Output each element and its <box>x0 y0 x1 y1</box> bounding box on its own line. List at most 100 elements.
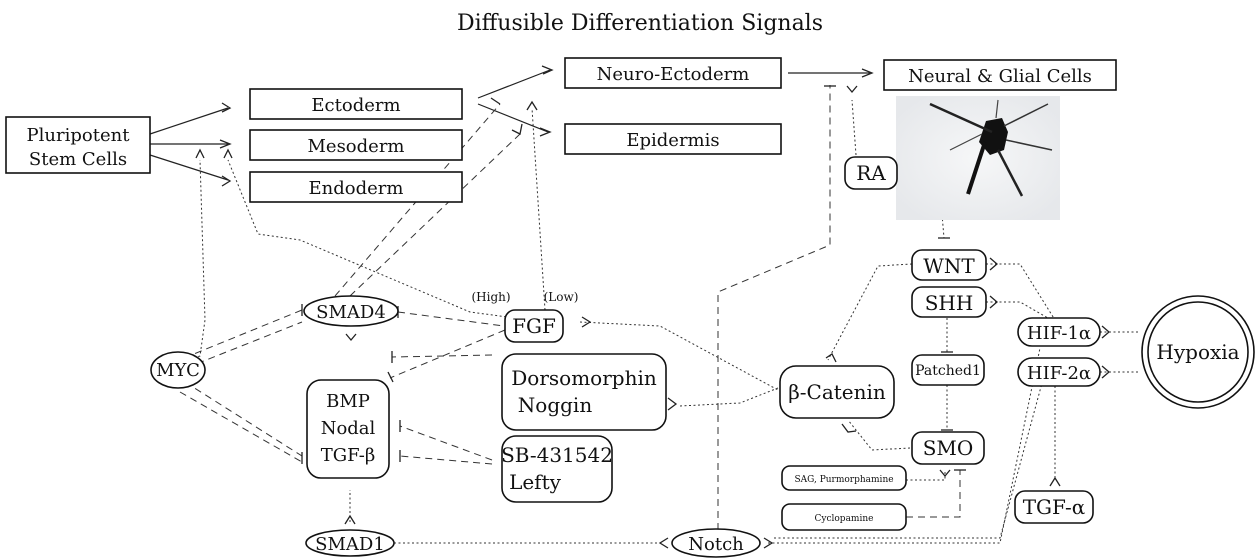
node-smad4: SMAD4 <box>303 295 399 327</box>
dorsomorphin-label: Dorsomorphin <box>511 366 657 390</box>
shh-label: SHH <box>925 291 974 315</box>
dot-fgf-epidermis <box>531 107 546 311</box>
arrowhead-mark <box>511 123 523 135</box>
ra-label: RA <box>856 161 886 185</box>
arrow-pluripotent-ectoderm <box>149 107 229 135</box>
dot-wnt-hif1a <box>986 263 1056 321</box>
node-notch: Notch <box>671 528 761 558</box>
arrowhead-mark <box>541 65 554 75</box>
arrowhead-mark <box>989 257 998 271</box>
epidermis-label: Epidermis <box>626 130 719 151</box>
dash-myc-bmp-2 <box>179 391 303 463</box>
hif2a-label: HIF-2α <box>1027 363 1091 384</box>
diagram-title: Diffusible Differentiation Signals <box>457 11 823 36</box>
dash-fgf-bmp <box>389 329 506 379</box>
inhibit-mark <box>490 97 501 105</box>
node-beta-catenin: β-Catenin <box>779 365 895 419</box>
cyclopamine-label: Cyclopamine <box>815 514 874 524</box>
arrowhead-mark <box>221 102 232 113</box>
sb431542-label: SB-431542 <box>501 443 613 467</box>
neuroectoderm-label: Neuro-Ectoderm <box>597 64 750 85</box>
connectors <box>149 65 1140 549</box>
node-tgf-alpha: TGF-α <box>1014 490 1094 524</box>
dash-sb-bmp-1 <box>399 425 493 461</box>
arrowhead-mark <box>763 537 774 549</box>
bmp-label: BMP <box>326 391 370 412</box>
node-sb431542-lefty: SB-431542 Lefty <box>501 435 613 503</box>
node-ra: RA <box>844 156 898 190</box>
inhibit-mark <box>387 371 394 383</box>
arrowhead-mark <box>1101 365 1110 379</box>
fgf-high-annotation: (High) <box>471 290 510 304</box>
smo-label: SMO <box>923 436 974 460</box>
arrowhead-mark <box>841 423 857 433</box>
dot-ra-neural <box>851 99 857 156</box>
node-neuroectoderm: Neuro-Ectoderm <box>564 57 782 89</box>
fgf-label: FGF <box>512 314 556 338</box>
arrowhead-mark <box>219 139 232 149</box>
dash-fgf-smad4 <box>397 311 505 327</box>
smad1-label: SMAD1 <box>315 534 385 555</box>
arrowhead-mark <box>861 68 874 78</box>
node-ectoderm: Ectoderm <box>249 88 463 120</box>
arrowhead-mark <box>223 148 233 159</box>
arrowhead-mark <box>1101 325 1110 339</box>
arrowhead-mark <box>221 175 232 187</box>
arrowhead-mark <box>989 295 998 309</box>
dot-sag-smo <box>906 470 946 481</box>
dash-smad4-epidermis-promote <box>349 133 521 297</box>
arrowhead-mark <box>581 316 592 328</box>
sag-label: SAG, Purmorphamine <box>794 475 893 485</box>
arrowhead-mark <box>345 333 357 342</box>
node-hif1a: HIF-1α <box>1017 317 1101 347</box>
node-epidermis: Epidermis <box>564 123 782 155</box>
node-bmp-nodal-tgfb: BMP Nodal TGF-β <box>306 379 390 479</box>
node-smo: SMO <box>911 431 985 465</box>
smad4-label: SMAD4 <box>316 302 386 323</box>
node-smad1: SMAD1 <box>305 529 395 557</box>
myc-label: MYC <box>156 360 200 381</box>
node-shh: SHH <box>911 286 987 318</box>
fgf-low-annotation: (Low) <box>544 290 579 304</box>
neural-cell-micrograph <box>896 96 1060 220</box>
nodal-label: Nodal <box>321 418 376 439</box>
node-hypoxia: Hypoxia <box>1141 295 1255 409</box>
pluripotent-label-1: Pluripotent <box>27 125 131 146</box>
beta-catenin-label: β-Catenin <box>788 380 886 404</box>
arrowhead-mark <box>195 148 205 159</box>
neural-glial-label: Neural & Glial Cells <box>908 66 1092 87</box>
lefty-label: Lefty <box>509 470 562 494</box>
dash-dorsomorphin-bmp <box>391 354 493 358</box>
noggin-label: Noggin <box>518 393 593 417</box>
node-fgf: FGF <box>504 309 564 343</box>
arrowhead-mark <box>539 127 552 137</box>
node-dorsomorphin-noggin: Dorsomorphin Noggin <box>501 353 667 431</box>
node-patched1: Patched1 <box>911 354 985 386</box>
arrowhead-mark <box>825 353 837 363</box>
node-pluripotent: Pluripotent Stem Cells <box>5 116 151 174</box>
hypoxia-label: Hypoxia <box>1156 340 1239 364</box>
tgfb-label: TGF-β <box>321 445 376 466</box>
arrow-ectoderm-epidermis <box>477 103 549 133</box>
tgf-alpha-label: TGF-α <box>1023 495 1086 519</box>
arrowhead-mark <box>667 397 678 411</box>
arrowhead-mark <box>658 537 669 549</box>
arrowhead-mark <box>939 469 951 478</box>
pluripotent-label-2: Stem Cells <box>29 149 127 170</box>
arrow-ectoderm-neuroectoderm <box>477 69 551 99</box>
patched1-label: Patched1 <box>915 363 981 379</box>
arrowhead-mark <box>1049 476 1061 487</box>
dash-sb-bmp-2 <box>399 455 493 465</box>
dot-notch-hif-2 <box>774 371 1046 539</box>
arrowhead-mark <box>526 100 538 111</box>
wnt-label: WNT <box>923 254 975 278</box>
dot-smo-betacatenin <box>847 419 911 451</box>
hif1a-label: HIF-1α <box>1027 323 1091 344</box>
node-neural-glial: Neural & Glial Cells <box>883 59 1117 91</box>
arrow-pluripotent-endoderm <box>149 154 229 181</box>
mesoderm-label: Mesoderm <box>307 136 404 157</box>
dash-myc-smad4-1 <box>183 309 303 359</box>
dot-dorsomorphin-betacatenin <box>679 387 779 407</box>
arrowhead-mark <box>846 85 858 94</box>
